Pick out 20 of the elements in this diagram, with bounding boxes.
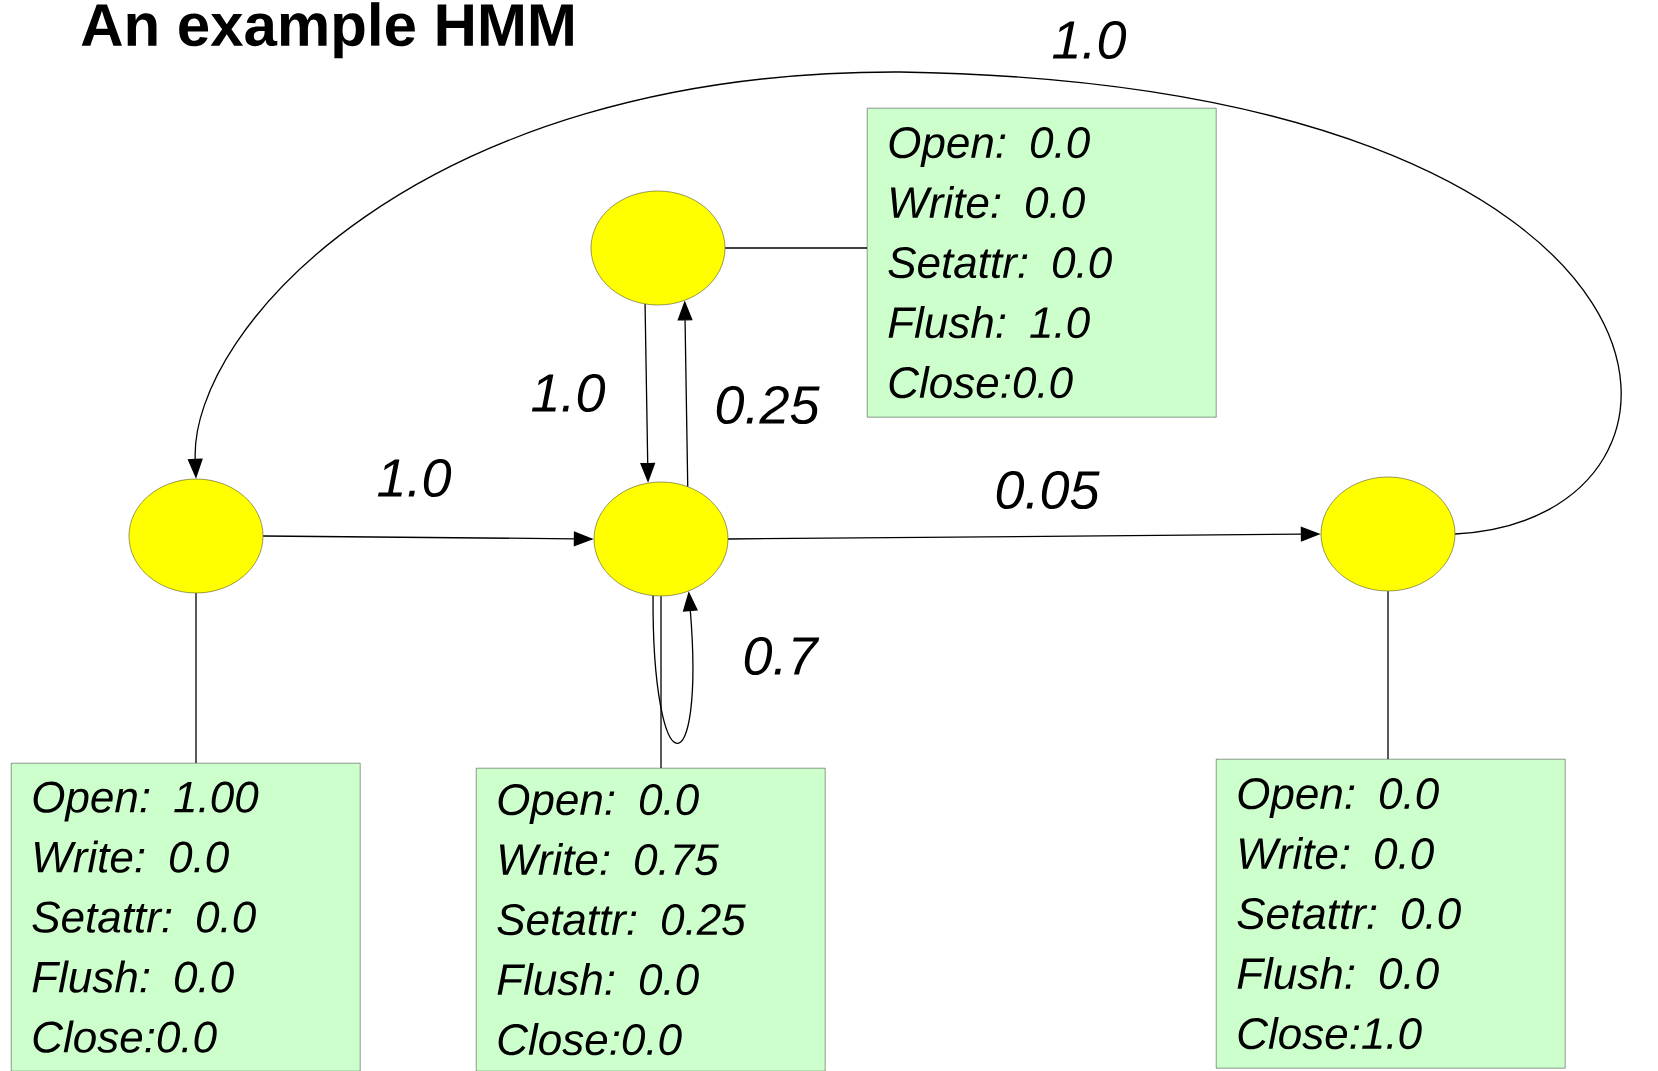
state-circle	[128, 478, 264, 594]
edge-label: 1.0	[1050, 19, 1128, 61]
edge-label: 0.05	[993, 469, 1101, 511]
leader-line	[724, 247, 868, 249]
arrow	[187, 71, 1621, 535]
leader-line	[195, 592, 197, 764]
emission-box: Open: 0.0 Write: 0.75 Setattr: 0.25 Flush: 0.0 Close:0.0	[476, 768, 826, 1071]
state-circle	[593, 481, 729, 597]
emission-box: Open: 0.0 Write: 0.0 Setattr: 0.0 Flush: 0.0 Close:1.0	[1216, 759, 1566, 1069]
edge-label: 1.0	[529, 372, 607, 414]
leader-line	[660, 595, 662, 769]
leader-line	[1387, 590, 1389, 760]
emission-box: Open: 0.0 Write: 0.0 Setattr: 0.0 Flush: 1.0 Close:0.0	[867, 108, 1217, 418]
edge-label: 0.7	[741, 635, 820, 677]
edge-label: 1.0	[375, 457, 453, 499]
state-circle	[1320, 476, 1456, 592]
edge-label: 0.25	[713, 384, 821, 426]
emission-box: Open: 1.00 Write: 0.0 Setattr: 0.0 Flush: 0.0 Close:0.0	[11, 763, 361, 1071]
state-circle	[590, 190, 726, 306]
title: An example HMM	[81, 2, 573, 59]
